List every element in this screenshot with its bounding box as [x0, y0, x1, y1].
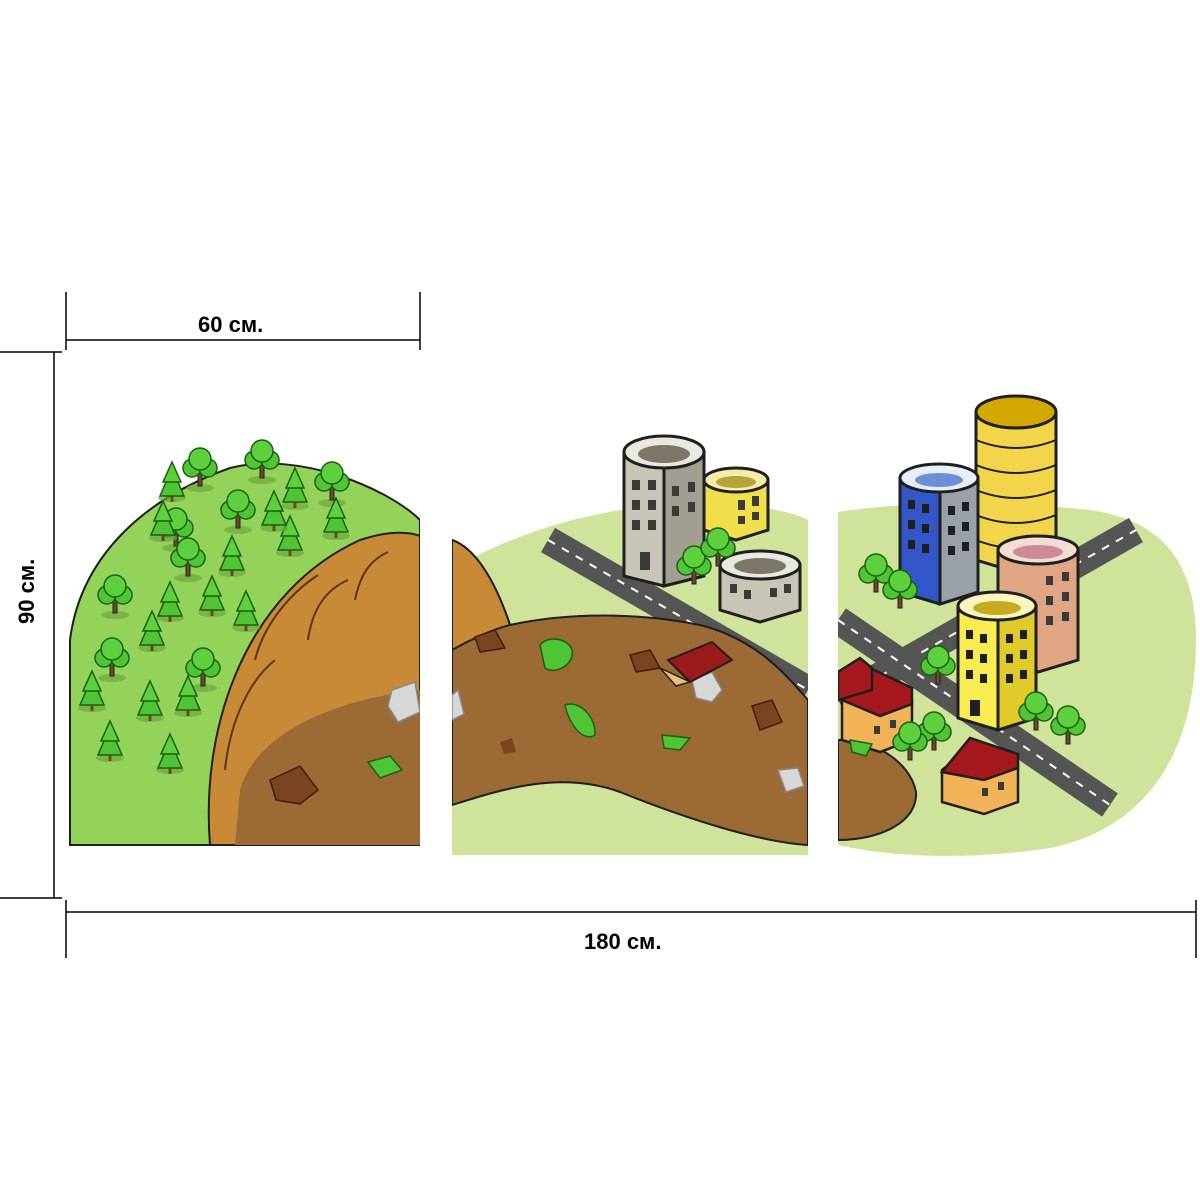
panel-gaps [420, 352, 838, 900]
panel-left [66, 352, 420, 900]
panel-right [838, 352, 1196, 900]
total-width-label: 180 см. [584, 929, 662, 954]
dimension-lines [0, 292, 1197, 958]
height-label: 90 см. [14, 558, 39, 624]
panel-width-label: 60 см. [198, 312, 264, 337]
panel-middle [452, 352, 808, 900]
